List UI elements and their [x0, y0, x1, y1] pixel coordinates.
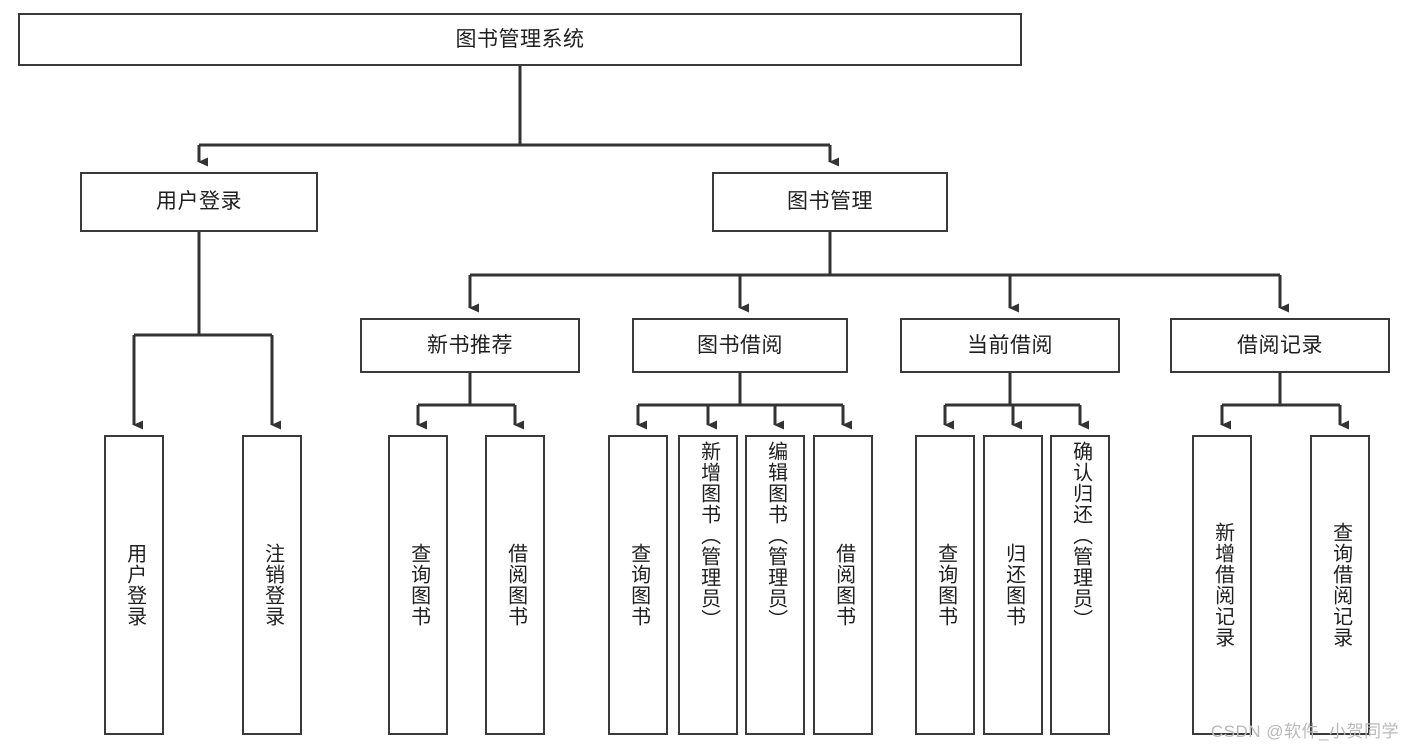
node-root[interactable]: 图书管理系统: [18, 13, 1022, 66]
node-new-book-rec-label: 新书推荐: [427, 333, 513, 357]
csdn-watermark: CSDN @软件_小贺同学: [1210, 722, 1399, 741]
leaf-query-book-2[interactable]: 查询图书: [608, 435, 668, 735]
node-user-login-label: 用户登录: [156, 190, 242, 214]
node-book-borrow[interactable]: 图书借阅: [632, 318, 848, 373]
leaf-query-book-3-label: 查询图书: [934, 543, 957, 627]
leaf-borrow-book-1[interactable]: 借阅图书: [485, 435, 545, 735]
node-borrow-record-label: 借阅记录: [1237, 333, 1323, 357]
leaf-confirm-return[interactable]: 确认归还（管理员）: [1050, 435, 1110, 735]
leaf-user-logout-label: 注销登录: [261, 543, 284, 627]
leaf-add-record[interactable]: 新增借阅记录: [1192, 435, 1252, 735]
node-borrow-record[interactable]: 借阅记录: [1170, 318, 1390, 373]
leaf-confirm-return-label: 确认归还（管理员）: [1069, 441, 1092, 630]
leaf-return-book-label: 归还图书: [1002, 543, 1025, 627]
node-book-borrow-label: 图书借阅: [697, 333, 783, 357]
leaf-query-book-2-label: 查询图书: [627, 543, 650, 627]
leaf-query-book-1-label: 查询图书: [407, 543, 430, 627]
leaf-borrow-book-2-label: 借阅图书: [832, 543, 855, 627]
leaf-borrow-book-2[interactable]: 借阅图书: [813, 435, 873, 735]
leaf-user-login[interactable]: 用户登录: [104, 435, 164, 735]
leaf-add-book-label: 新增图书（管理员）: [697, 441, 720, 630]
node-user-login[interactable]: 用户登录: [80, 172, 318, 232]
leaf-user-logout[interactable]: 注销登录: [242, 435, 302, 735]
leaf-borrow-book-1-label: 借阅图书: [504, 543, 527, 627]
leaf-query-record[interactable]: 查询借阅记录: [1310, 435, 1370, 735]
leaf-user-login-label: 用户登录: [123, 543, 146, 627]
leaf-query-book-1[interactable]: 查询图书: [388, 435, 448, 735]
node-current-borrow[interactable]: 当前借阅: [900, 318, 1120, 373]
leaf-add-record-label: 新增借阅记录: [1211, 522, 1234, 648]
node-book-manage-label: 图书管理: [787, 190, 873, 214]
leaf-query-book-3[interactable]: 查询图书: [915, 435, 975, 735]
node-new-book-rec[interactable]: 新书推荐: [360, 318, 580, 373]
leaf-edit-book[interactable]: 编辑图书（管理员）: [745, 435, 805, 735]
leaf-edit-book-label: 编辑图书（管理员）: [764, 441, 787, 630]
leaf-add-book[interactable]: 新增图书（管理员）: [678, 435, 738, 735]
node-root-label: 图书管理系统: [455, 27, 585, 51]
node-book-manage[interactable]: 图书管理: [712, 172, 948, 232]
leaf-query-record-label: 查询借阅记录: [1329, 522, 1352, 648]
node-current-borrow-label: 当前借阅: [967, 333, 1053, 357]
leaf-return-book[interactable]: 归还图书: [983, 435, 1043, 735]
